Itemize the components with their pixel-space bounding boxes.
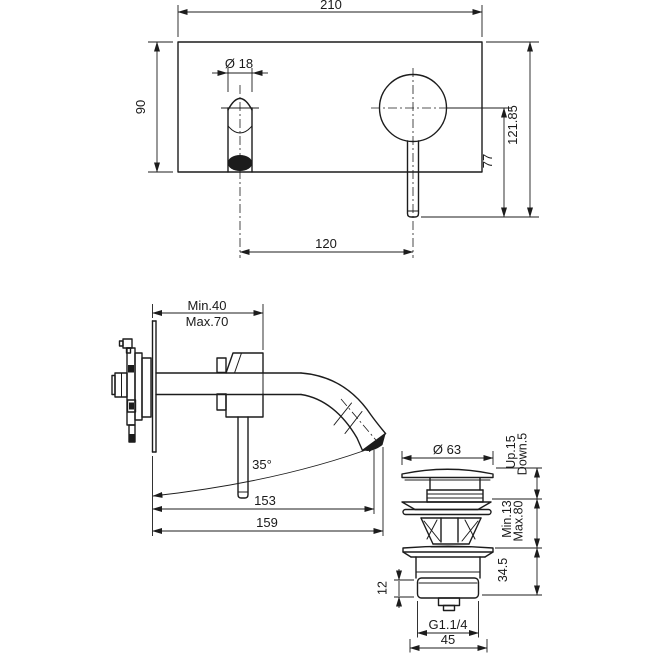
spout-outlet — [227, 155, 253, 171]
drain-dimensions: Ø 63 Up.15 Down.5 Min.13 Max.80 34.5 12 … — [376, 433, 542, 653]
dim-thread-length: 12 — [376, 581, 390, 595]
dim-cap-diameter: Ø 63 — [433, 442, 461, 457]
dim-plate-width: 210 — [320, 0, 342, 12]
side-view: Min.40 Max.70 35° 153 159 — [111, 298, 387, 536]
front-view: 210 90 Ø 18 77 121.85 120 — [133, 0, 539, 258]
dim-reach-inner: 153 — [254, 493, 276, 508]
dim-lever-height: 77 — [480, 154, 495, 168]
side-dimensions: Min.40 Max.70 35° 153 159 — [152, 298, 384, 536]
dim-travel-up: Up.15 — [504, 435, 518, 468]
drain-upper-flange — [401, 501, 492, 516]
dim-spout-angle: 35° — [252, 457, 272, 472]
spout-axis-centerline — [340, 398, 382, 447]
drain-cap — [401, 468, 494, 481]
dim-spacing: 120 — [315, 236, 337, 251]
wall-plate-outline — [177, 41, 483, 173]
handle-front — [371, 68, 456, 258]
dim-body-height: 34.5 — [496, 558, 510, 582]
dim-height-max: Max.80 — [512, 500, 526, 541]
dim-thread-size: G1.1/4 — [428, 617, 467, 632]
dim-flange-width: 45 — [441, 632, 455, 647]
dim-spout-diameter: Ø 18 — [225, 56, 253, 71]
angle-arc — [152, 445, 378, 498]
dim-reach-outer: 159 — [256, 515, 278, 530]
front-dimensions: 210 90 Ø 18 77 121.85 120 — [133, 0, 539, 255]
drain-view: Ø 63 Up.15 Down.5 Min.13 Max.80 34.5 12 … — [376, 433, 542, 653]
spout-front — [221, 85, 259, 258]
dim-travel-down: Down.5 — [516, 433, 530, 475]
dim-depth-max: Max.70 — [186, 314, 229, 329]
drain-clamp-spider — [420, 517, 482, 548]
drain-basin-flange — [402, 545, 494, 558]
drain-body — [415, 556, 481, 612]
dim-overall-height: 121.85 — [505, 105, 520, 145]
dim-height-min: Min.13 — [500, 500, 514, 538]
dim-plate-height: 90 — [133, 100, 148, 114]
inwall-valve-body — [111, 338, 152, 443]
dim-depth-min: Min.40 — [187, 298, 226, 313]
